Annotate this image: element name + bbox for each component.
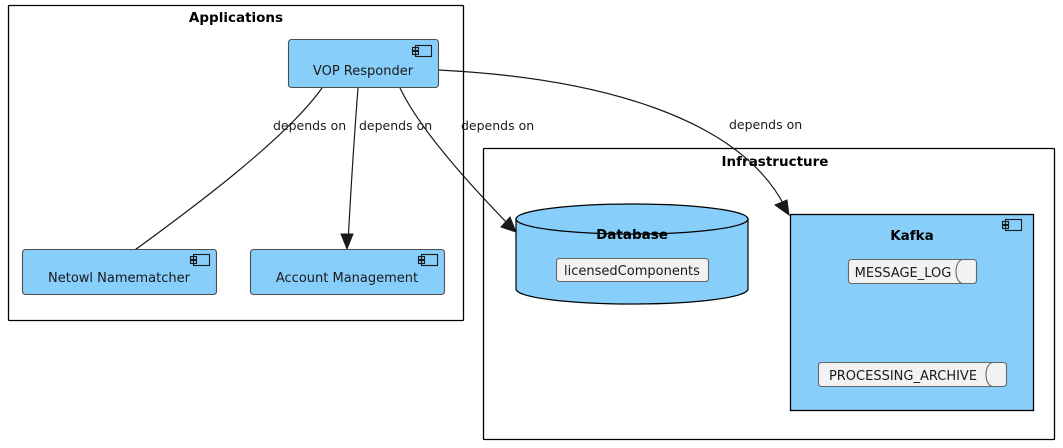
- edge-vop-to-database: depends on: [399, 87, 534, 233]
- queue-message-log-box: [847, 258, 978, 285]
- component-icon: [189, 253, 211, 267]
- component-icon: [411, 44, 433, 58]
- edge-vop-to-database-label: depends on: [461, 118, 534, 133]
- component-vop-responder[interactable]: VOP Responder: [287, 38, 440, 89]
- database-title: Database: [596, 227, 668, 243]
- database-node[interactable]: Database licensedComponents: [515, 203, 749, 305]
- edge-vop-to-netowl-label: depends on: [273, 118, 346, 133]
- edge-vop-to-account-path: [347, 87, 359, 244]
- package-applications-title: Applications: [189, 10, 283, 26]
- component-netowl-namematcher-label: Netowl Namematcher: [48, 271, 191, 286]
- edge-vop-to-account-label: depends on: [359, 118, 432, 133]
- artifact-licensed-components-box: [555, 257, 710, 283]
- queue-message-log-label: MESSAGE_LOG: [855, 266, 952, 281]
- edge-vop-to-kafka-label: depends on: [729, 117, 802, 132]
- edge-vop-to-account: depends on: [340, 87, 432, 251]
- queue-processing-archive[interactable]: PROCESSING_ARCHIVE: [817, 361, 1008, 388]
- queue-processing-archive-cap: [985, 361, 994, 388]
- kafka-title: Kafka: [890, 228, 934, 244]
- component-netowl-namematcher[interactable]: Netowl Namematcher: [21, 248, 218, 296]
- database-cylinder-top: [515, 203, 749, 235]
- artifact-licensed-components[interactable]: licensedComponents: [555, 257, 710, 283]
- component-account-management-box: [249, 248, 446, 296]
- component-icon: [1001, 218, 1023, 232]
- edge-vop-to-netowl-path: [123, 87, 323, 259]
- component-account-management-label: Account Management: [276, 271, 418, 286]
- package-infrastructure-title: Infrastructure: [722, 154, 829, 170]
- edge-vop-to-kafka-path: [437, 69, 786, 208]
- edge-vop-to-database-arrowhead: [500, 216, 517, 233]
- edge-vop-to-kafka: depends on: [437, 69, 802, 217]
- queue-processing-archive-box: [817, 361, 1008, 388]
- edge-vop-to-database-path: [399, 87, 512, 228]
- queue-message-log[interactable]: MESSAGE_LOG: [847, 258, 978, 285]
- kafka-node[interactable]: Kafka MESSAGE_LOG PROCESSING_ARCHIVE: [789, 213, 1035, 412]
- queue-message-log-cap: [955, 258, 964, 285]
- artifact-licensed-components-label: licensedComponents: [564, 264, 700, 279]
- component-icon: [417, 253, 439, 267]
- component-account-management[interactable]: Account Management: [249, 248, 446, 296]
- edge-vop-to-kafka-arrowhead: [773, 199, 790, 217]
- edge-vop-to-account-arrowhead: [340, 233, 354, 251]
- component-vop-responder-label: VOP Responder: [313, 64, 414, 79]
- component-netowl-namematcher-box: [21, 248, 218, 296]
- queue-processing-archive-label: PROCESSING_ARCHIVE: [829, 369, 977, 384]
- component-vop-responder-box: [287, 38, 440, 89]
